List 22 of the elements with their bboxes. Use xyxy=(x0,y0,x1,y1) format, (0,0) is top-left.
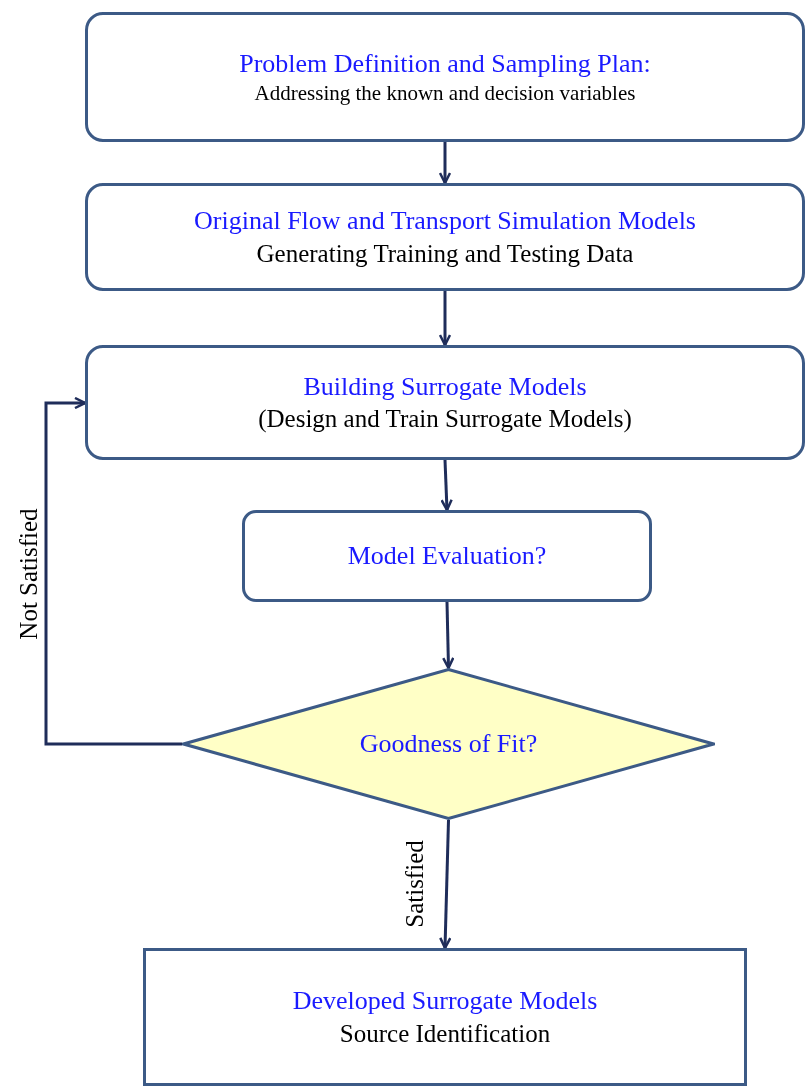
process-box xyxy=(85,345,805,460)
node-title: Model Evaluation? xyxy=(347,539,547,572)
node-subtitle: (Design and Train Surrogate Models) xyxy=(258,404,632,435)
process-box xyxy=(85,12,805,142)
process-box xyxy=(242,510,652,602)
arrow xyxy=(44,396,182,746)
arrow xyxy=(442,601,455,670)
arrow xyxy=(438,142,452,185)
output-box xyxy=(143,948,747,1086)
node-title: Goodness of Fit? xyxy=(359,727,538,760)
node-title: Building Surrogate Models xyxy=(303,370,587,403)
node-subtitle: Addressing the known and decision variables xyxy=(254,80,636,107)
arrow xyxy=(439,819,452,950)
arrow xyxy=(438,291,452,347)
arrow xyxy=(440,459,453,512)
process-box xyxy=(85,183,805,291)
node-subtitle: Source Identification xyxy=(339,1018,551,1049)
node-title: Problem Definition and Sampling Plan: xyxy=(239,47,651,80)
decision-diamond xyxy=(182,668,715,820)
node-title: Original Flow and Transport Simulation Models xyxy=(194,205,696,238)
node-title: Developed Surrogate Models xyxy=(292,985,598,1018)
node-subtitle: Generating Training and Testing Data xyxy=(256,238,634,269)
